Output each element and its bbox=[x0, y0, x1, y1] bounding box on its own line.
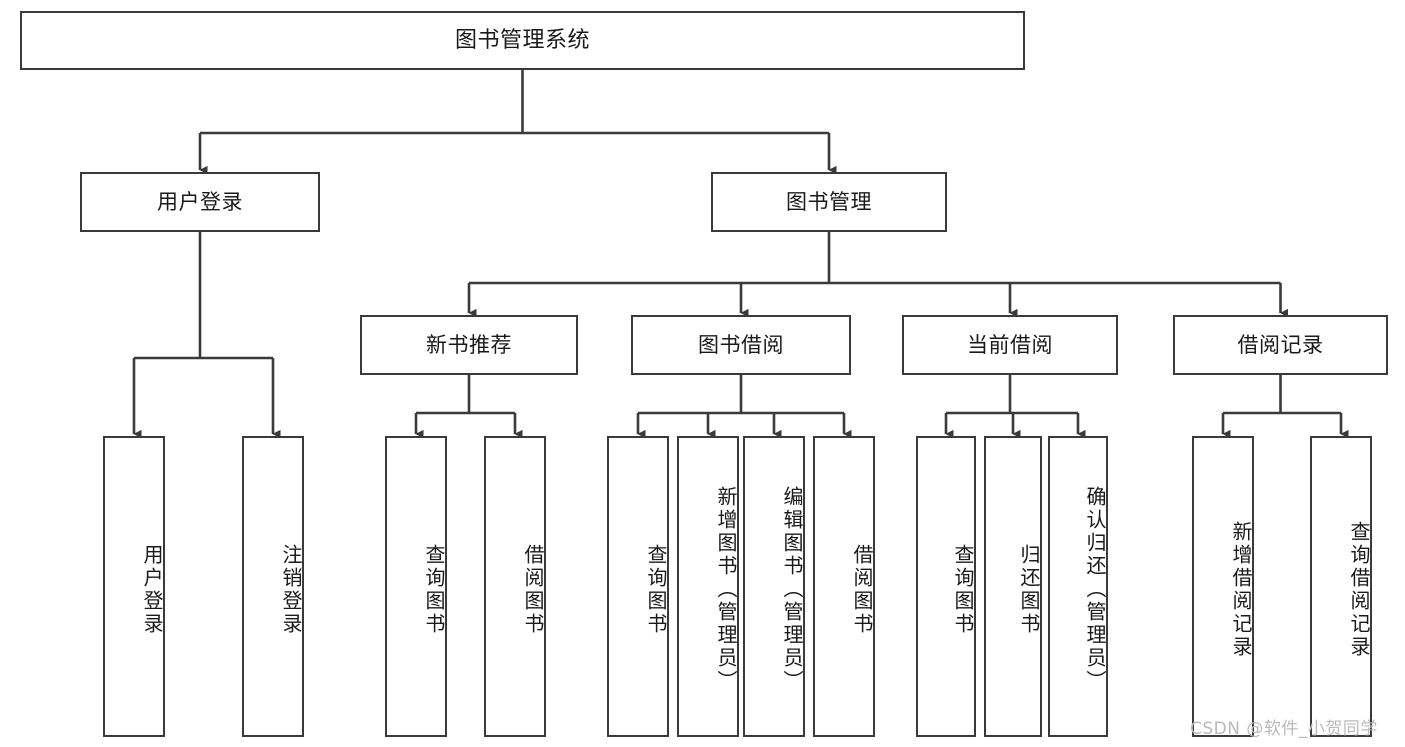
node-leaf-query-book-a-label: 查询图书 bbox=[422, 543, 446, 636]
node-borrow-record-label: 借阅记录 bbox=[1237, 332, 1324, 357]
node-leaf-confirm-return[interactable]: 确认归还（管理员） bbox=[1048, 436, 1108, 737]
node-leaf-borrow-book-a[interactable]: 借阅图书 bbox=[484, 436, 546, 737]
node-leaf-user-login[interactable]: 用户登录 bbox=[103, 436, 165, 737]
node-book-manage-label: 图书管理 bbox=[786, 189, 872, 214]
node-root[interactable]: 图书管理系统 bbox=[20, 11, 1025, 70]
watermark: CSDN @软件_小贺同学 bbox=[1190, 719, 1378, 739]
node-leaf-borrow-book-a-label: 借阅图书 bbox=[521, 543, 545, 636]
node-leaf-logout-label: 注销登录 bbox=[279, 543, 303, 636]
node-leaf-add-record[interactable]: 新增借阅记录 bbox=[1192, 436, 1254, 737]
node-leaf-add-book-label: 新增图书（管理员） bbox=[714, 486, 738, 693]
node-leaf-borrow-book-b-label: 借阅图书 bbox=[850, 543, 874, 636]
node-leaf-return-book-label: 归还图书 bbox=[1017, 543, 1041, 636]
node-leaf-confirm-return-label: 确认归还（管理员） bbox=[1083, 486, 1107, 693]
node-leaf-logout[interactable]: 注销登录 bbox=[242, 436, 304, 737]
node-leaf-return-book[interactable]: 归还图书 bbox=[984, 436, 1042, 737]
node-leaf-query-book-a[interactable]: 查询图书 bbox=[385, 436, 447, 737]
node-leaf-query-record[interactable]: 查询借阅记录 bbox=[1310, 436, 1372, 737]
node-user-login[interactable]: 用户登录 bbox=[80, 172, 320, 232]
node-borrow-record[interactable]: 借阅记录 bbox=[1173, 315, 1388, 375]
node-current-borrow-label: 当前借阅 bbox=[967, 332, 1053, 357]
node-new-book-recommend[interactable]: 新书推荐 bbox=[360, 315, 578, 375]
node-leaf-query-book-c[interactable]: 查询图书 bbox=[916, 436, 976, 737]
node-leaf-borrow-book-b[interactable]: 借阅图书 bbox=[813, 436, 875, 737]
node-leaf-user-login-label: 用户登录 bbox=[140, 543, 164, 636]
node-leaf-query-record-label: 查询借阅记录 bbox=[1347, 520, 1371, 659]
node-user-login-label: 用户登录 bbox=[157, 189, 243, 214]
node-book-borrow-label: 图书借阅 bbox=[698, 332, 784, 357]
node-current-borrow[interactable]: 当前借阅 bbox=[902, 315, 1118, 375]
node-leaf-add-record-label: 新增借阅记录 bbox=[1229, 520, 1253, 659]
node-leaf-edit-book[interactable]: 编辑图书（管理员） bbox=[743, 436, 805, 737]
node-leaf-edit-book-label: 编辑图书（管理员） bbox=[780, 486, 804, 693]
node-leaf-add-book[interactable]: 新增图书（管理员） bbox=[677, 436, 739, 737]
node-book-manage[interactable]: 图书管理 bbox=[711, 172, 947, 232]
node-new-book-recommend-label: 新书推荐 bbox=[426, 332, 512, 357]
node-leaf-query-book-c-label: 查询图书 bbox=[951, 543, 975, 636]
node-leaf-query-book-b[interactable]: 查询图书 bbox=[607, 436, 669, 737]
node-leaf-query-book-b-label: 查询图书 bbox=[644, 543, 668, 636]
node-root-label: 图书管理系统 bbox=[454, 27, 590, 53]
node-book-borrow[interactable]: 图书借阅 bbox=[631, 315, 851, 375]
